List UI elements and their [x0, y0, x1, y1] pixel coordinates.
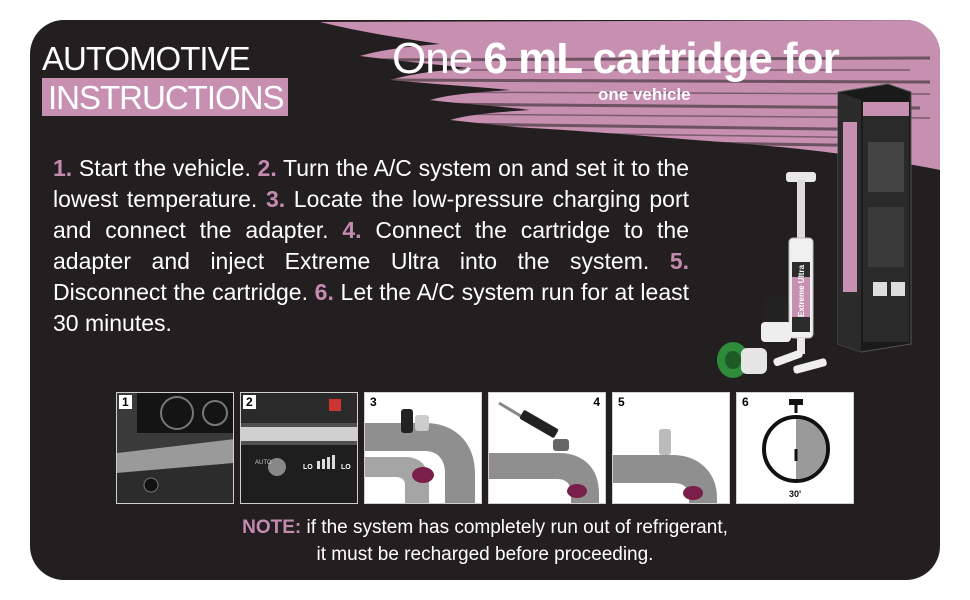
step-panel-4: 4	[488, 392, 606, 504]
instruction-card: AUTOMOTIVE INSTRUCTIONS One 6 mL cartrid…	[30, 20, 940, 580]
badge-line-2: INSTRUCTIONS	[42, 78, 288, 116]
step-panel-6: 30' 6	[736, 392, 854, 504]
step-text: Locate the low-pressure charging port an…	[53, 186, 690, 243]
temp-lo-right: LO	[341, 464, 351, 471]
step-panel-5: 5	[612, 392, 730, 504]
timer-label: 30'	[789, 489, 801, 499]
headline: One 6 mL cartridge for	[392, 34, 840, 84]
step-text: Turn the A/C system on and set it to the…	[53, 155, 689, 212]
inject-illustration	[489, 401, 599, 503]
auto-label: AUTO	[255, 460, 272, 466]
step-panel-1: 1	[116, 392, 234, 504]
note-line-2: it must be recharged before proceeding.	[316, 544, 654, 565]
instruction-steps: 1. Start the vehicle. 2. Turn the A/C sy…	[53, 153, 689, 339]
step-panel-number: 1	[119, 395, 132, 409]
note-line-1: NOTE: if the system has completely run o…	[30, 514, 940, 541]
syringe: Extreme Ultra	[786, 172, 816, 354]
step-panel-number: 2	[243, 395, 256, 409]
step-panel-number: 5	[615, 395, 628, 409]
step-number: 4.	[342, 217, 362, 243]
step-panel-3: 3	[364, 392, 482, 504]
product-image: Extreme Ultra	[717, 83, 912, 378]
temp-lo-left: LO	[303, 464, 313, 471]
step-number: 6.	[314, 279, 334, 305]
adapter-connect-illustration	[365, 409, 475, 503]
step-panel-number: 6	[739, 395, 752, 409]
disconnect-illustration	[613, 429, 717, 503]
headline-sub: one vehicle	[598, 85, 691, 104]
note: NOTE: if the system has completely run o…	[30, 514, 940, 568]
step-number: 5.	[669, 248, 689, 274]
product-box	[837, 83, 912, 353]
adapters	[717, 296, 827, 378]
headline-prefix: One	[392, 34, 473, 83]
stopwatch-icon: 30'	[762, 399, 830, 499]
step-number: 2.	[257, 155, 277, 181]
step-text: Connect the cartridge to the adapter and…	[53, 217, 690, 274]
dashboard-illustration	[117, 393, 233, 503]
climate-control-illustration: AUTO LO LO	[241, 393, 357, 503]
step-panel-number: 3	[367, 395, 380, 409]
step-number: 3.	[265, 186, 286, 212]
step-number: 1.	[53, 155, 73, 181]
syringe-label: Extreme Ultra	[797, 264, 806, 317]
note-label: NOTE:	[242, 517, 302, 538]
note-text-1: if the system has completely run out of …	[301, 517, 728, 538]
headline-bold: 6 mL cartridge for	[483, 34, 839, 83]
step-text: Disconnect the cartridge.	[53, 279, 315, 305]
step-text: Let the A/C system run for at least 30 m…	[53, 279, 690, 336]
badge-line-1: AUTOMOTIVE	[42, 40, 251, 77]
pink-brush-stroke	[320, 20, 940, 170]
step-panel-2: AUTO LO LO 2	[240, 392, 358, 504]
step-panel-number: 4	[590, 395, 603, 409]
step-text: Start the vehicle.	[72, 155, 258, 181]
